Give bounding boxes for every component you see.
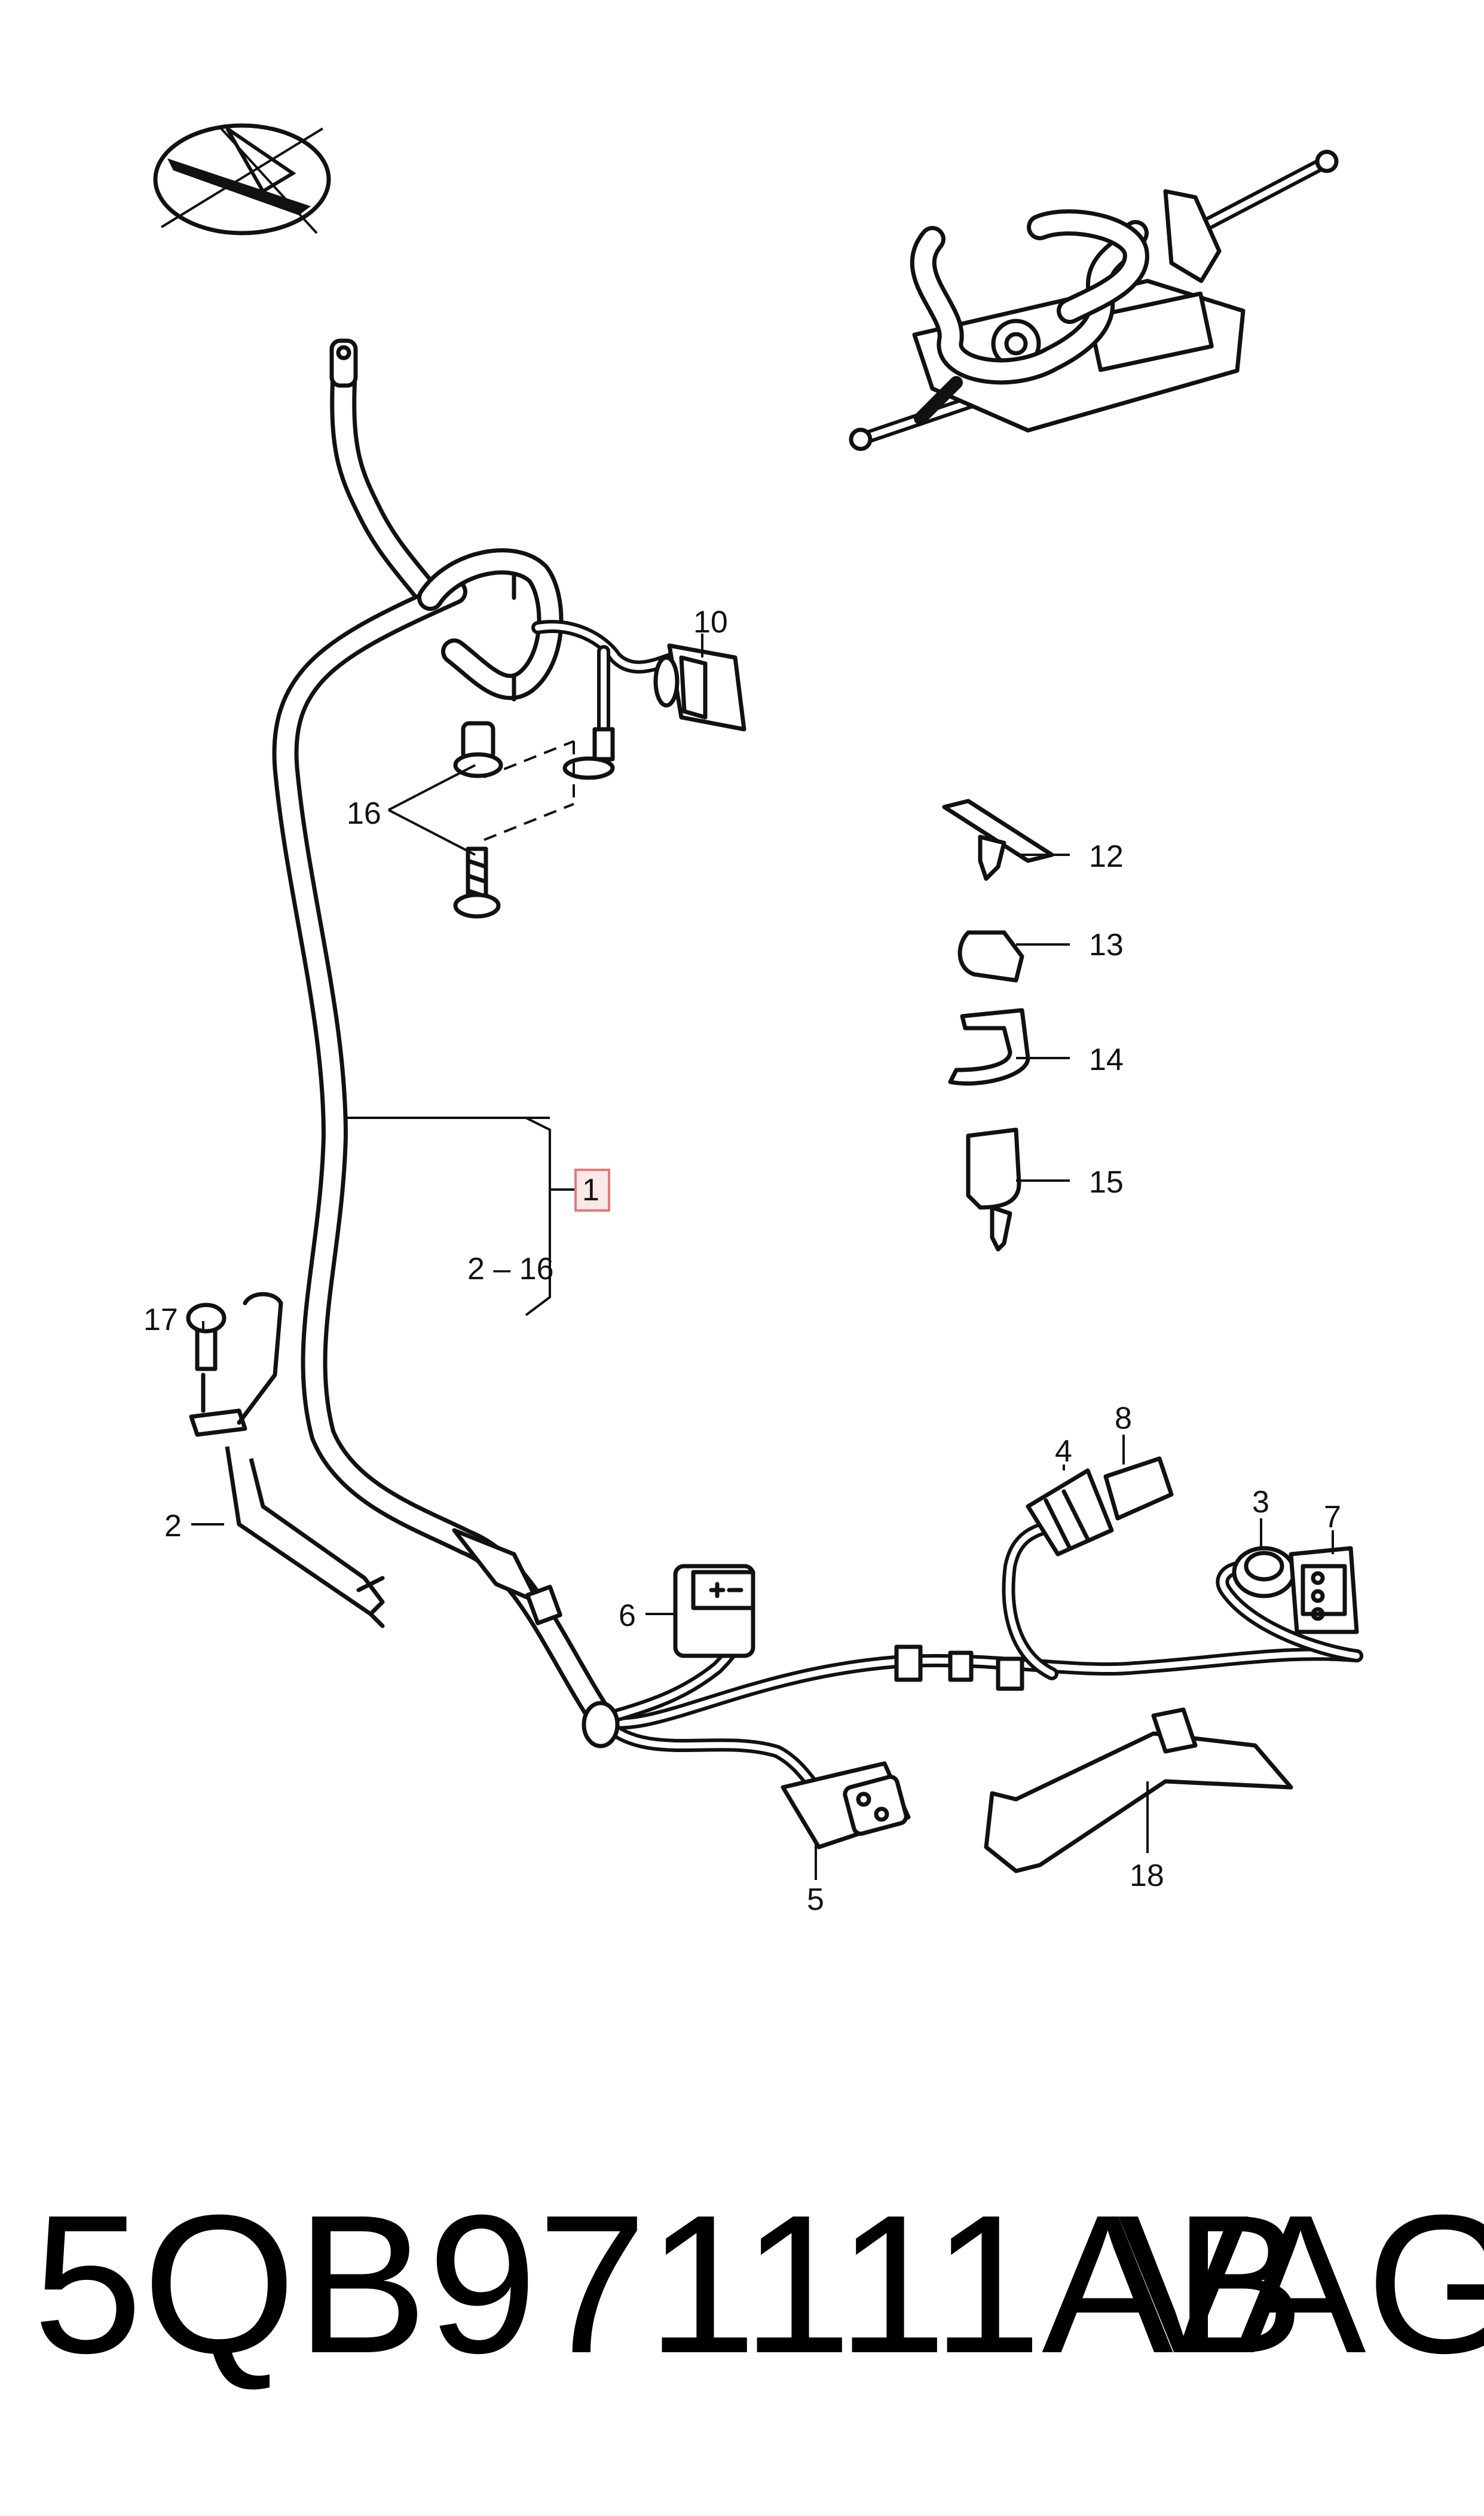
nut-16 [453,721,503,778]
callout-14: 14 [1089,1043,1124,1077]
connector-5 [781,1761,911,1849]
bolt-16 [453,846,501,919]
callout-2: 2 [164,1509,182,1543]
callout-12: 12 [1089,839,1124,874]
callout-17: 17 [143,1303,178,1337]
main-harness [272,548,1363,1806]
connector-6 [673,1564,755,1658]
clip-17 [186,1303,247,1437]
callout-range: 2 – 16 [467,1252,554,1286]
highlight-box [574,1169,610,1212]
clip-12 [942,799,1054,881]
ring-terminal [562,727,615,780]
callout-16: 16 [347,796,381,831]
callout-6: 6 [619,1598,636,1633]
callout-1: 1 [582,1173,599,1207]
callout-15: 15 [1089,1165,1124,1200]
bracket-18 [984,1707,1293,1873]
clip-15 [966,1127,1021,1252]
steering-rack-overview [849,149,1339,451]
part-number-text: 5QB971111AB [33,2173,1305,2394]
ground-cable [329,338,443,611]
connector-4 [1026,1468,1114,1557]
callout-8: 8 [1115,1401,1132,1436]
callout-18: 18 [1130,1858,1164,1893]
orientation-compass-icon [153,123,331,236]
clip-13 [957,930,1024,983]
callout-13: 13 [1089,928,1124,962]
leader-lines [191,634,1334,1880]
guide-rail-2 [225,1292,385,1628]
callout-3: 3 [1252,1485,1269,1520]
callout-7: 7 [1324,1500,1341,1534]
sensor-10 [653,643,746,732]
sensor-3 [1232,1546,1296,1598]
callout-5: 5 [807,1882,824,1917]
connector-7 [1289,1546,1359,1634]
callout-10: 10 [693,605,728,640]
clip-14 [948,1008,1030,1086]
connector-8 [1103,1456,1174,1521]
callout-4: 4 [1055,1434,1072,1469]
brand-text: VAG [1118,2173,1484,2394]
